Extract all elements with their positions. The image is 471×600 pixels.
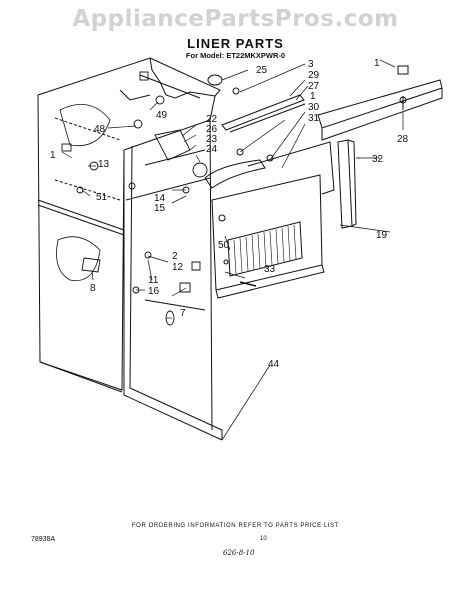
light-housing	[204, 148, 274, 189]
label-24: 24	[206, 144, 218, 155]
top-rail	[207, 74, 306, 133]
label-1a: 1	[374, 58, 380, 69]
watermark: AppliancePartsPros.com	[72, 6, 399, 32]
label-15: 15	[154, 203, 166, 214]
label-1b: 1	[310, 91, 316, 102]
label-51: 51	[96, 192, 108, 203]
handwritten-note: 626-8-10	[223, 549, 255, 557]
diagram-title: LINER PARTS	[187, 36, 284, 51]
label-48: 48	[94, 124, 106, 135]
right-rail	[317, 65, 443, 141]
label-23: 23	[206, 134, 218, 145]
label-22: 22	[206, 114, 218, 125]
label-14: 14	[154, 193, 166, 204]
label-12: 12	[172, 262, 184, 273]
label-26: 26	[206, 124, 218, 135]
label-11: 11	[148, 275, 159, 286]
label-33: 33	[264, 264, 276, 275]
ordering-note: FOR ORDERING INFORMATION REFER TO PARTS …	[131, 523, 340, 529]
label-16: 16	[148, 286, 160, 297]
label-27: 27	[308, 81, 320, 92]
trim-strip	[337, 139, 357, 229]
label-2: 2	[172, 251, 178, 262]
label-49: 49	[156, 110, 168, 121]
leader-lines	[61, 59, 404, 441]
label-29: 29	[308, 70, 320, 81]
label-19: 19	[376, 230, 388, 241]
page-number: 10	[260, 536, 267, 542]
label-25: 25	[256, 65, 268, 76]
label-50: 50	[218, 240, 230, 251]
part-labels: 25 3 29 27 1 30 31 1 28 32 19 50 33 44 2…	[50, 58, 409, 370]
model-number: For Model: ET22MKXPWR-0	[185, 51, 286, 60]
diagram-code: 78938A	[31, 536, 56, 543]
label-13: 13	[98, 159, 110, 170]
label-31: 31	[308, 113, 320, 124]
label-7: 7	[180, 308, 186, 319]
label-30: 30	[308, 102, 320, 113]
label-8: 8	[90, 283, 96, 294]
label-32: 32	[372, 154, 384, 165]
label-1c: 1	[50, 150, 56, 161]
label-3: 3	[308, 59, 314, 70]
label-28: 28	[397, 134, 409, 145]
liner-cabinet	[37, 57, 223, 441]
cabinet-fasteners	[61, 71, 208, 326]
label-44: 44	[268, 359, 280, 370]
